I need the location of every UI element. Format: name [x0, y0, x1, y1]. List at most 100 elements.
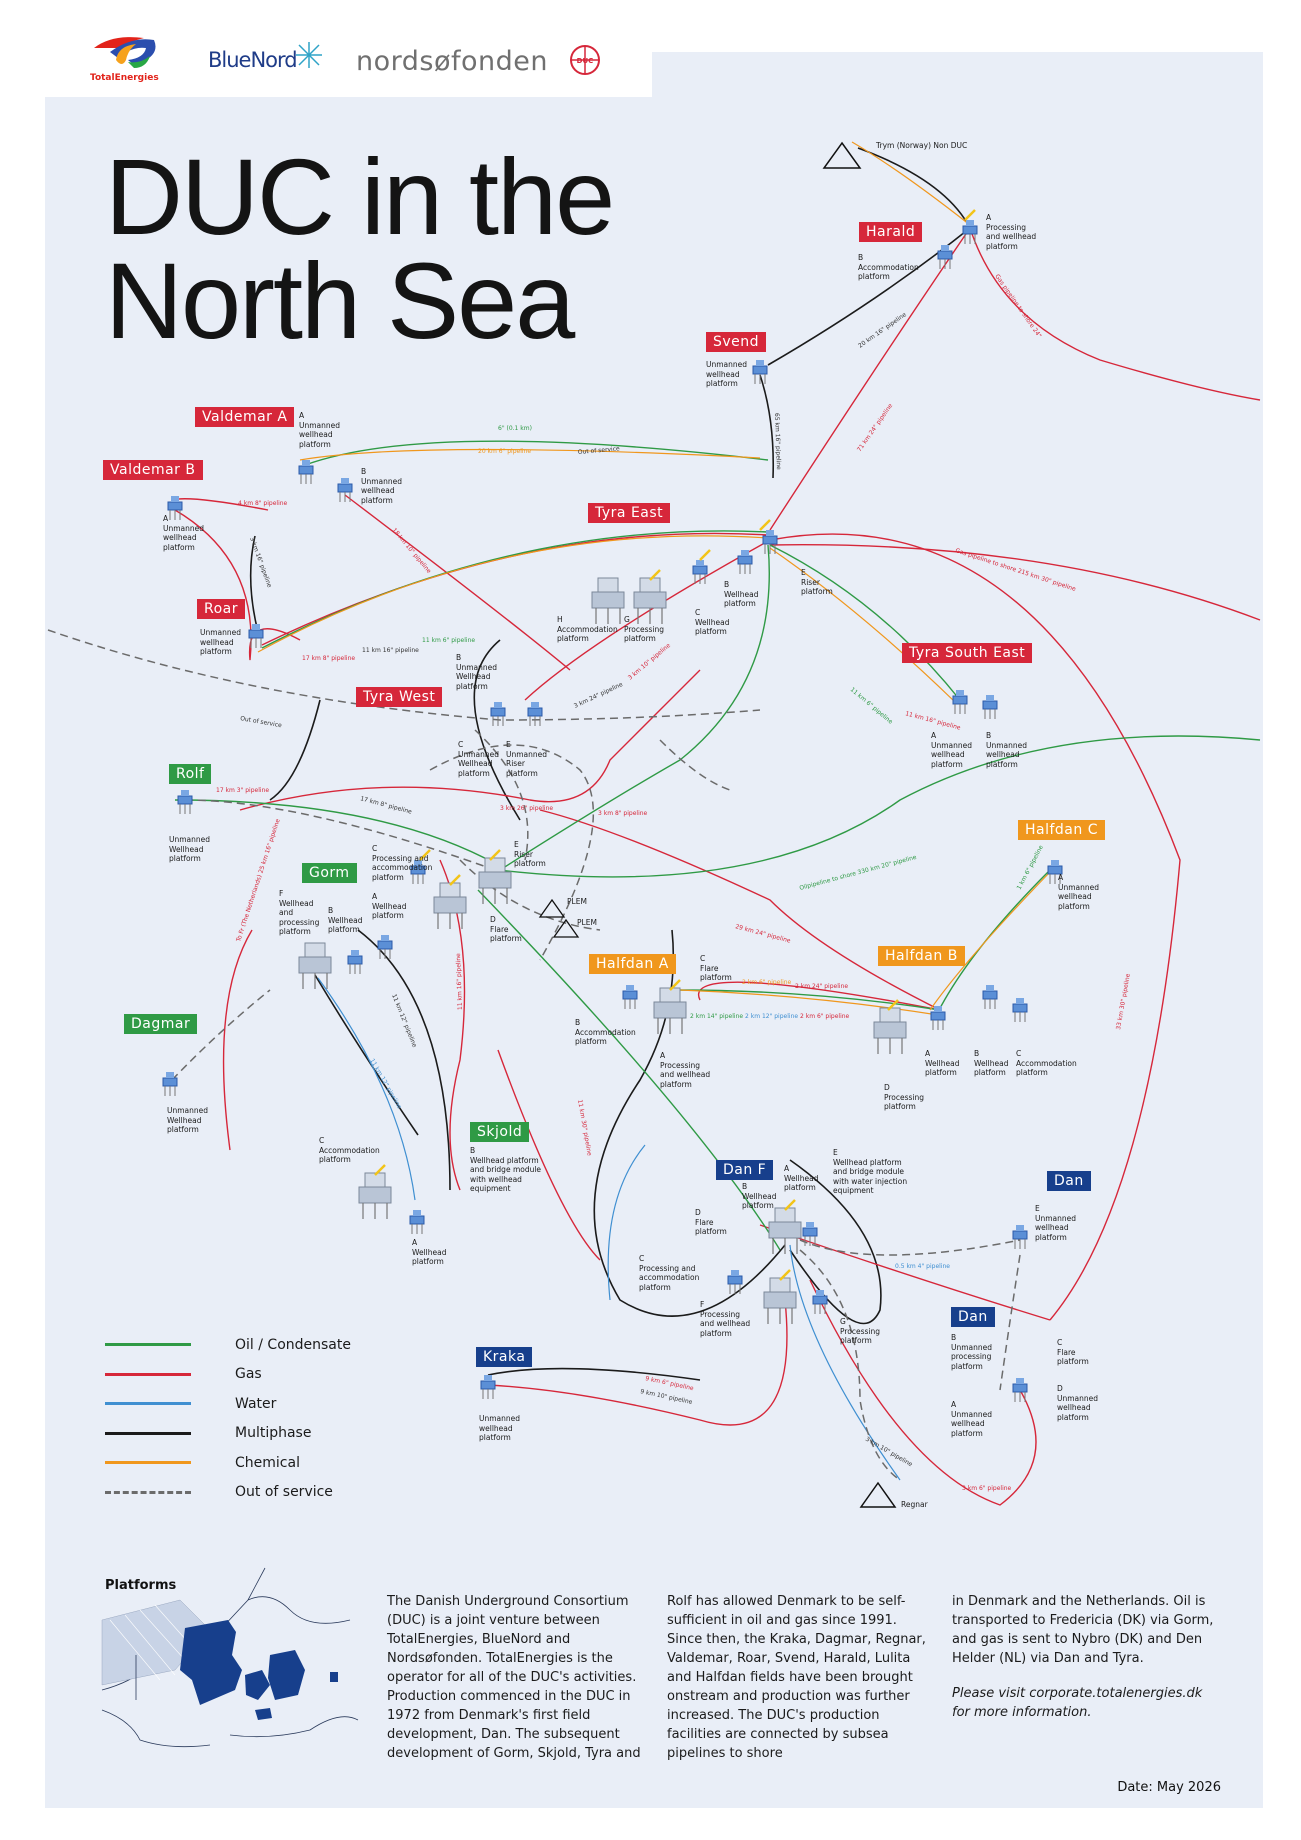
- label-tyra-b: B Wellhead platform: [724, 580, 759, 608]
- field-tag-valdemar-b: Valdemar B: [103, 460, 203, 480]
- svg-text:2 km 24" pipeline: 2 km 24" pipeline: [795, 983, 848, 990]
- plem-marker-2: [552, 918, 580, 938]
- nordsoefonden-logo: nordsøfonden: [356, 46, 548, 77]
- svg-text:6" (0.1 km): 6" (0.1 km): [498, 425, 532, 432]
- legend-swatch-chemical: [105, 1461, 191, 1465]
- svg-text:DUC: DUC: [577, 57, 594, 65]
- poster-background: [45, 52, 1263, 1808]
- svg-text:3 km 10" pipeline: 3 km 10" pipeline: [627, 642, 672, 682]
- label-valdemar-b-a: A Unmanned wellhead platform: [163, 514, 205, 552]
- label-plem-2: PLEM: [577, 918, 597, 927]
- label-skjold-c: C Accommodation platform: [319, 1136, 380, 1164]
- field-tag-tyra-east: Tyra East: [588, 503, 671, 523]
- label-gorm-d: D Flare platform: [490, 915, 522, 943]
- label-halfdan-a-b: B Accommodation platform: [575, 1018, 636, 1046]
- label-tw-e: E Unmanned Riser platform: [506, 740, 548, 778]
- label-danf-c: C Processing and accommodation platform: [639, 1254, 700, 1292]
- legend: Oil / Condensate Gas Water Multiphase Ch…: [105, 1330, 351, 1507]
- svg-text:11 km 6" pipeline: 11 km 6" pipeline: [422, 637, 475, 644]
- label-plem-1: PLEM: [567, 897, 587, 906]
- label-regnar: Regnar: [901, 1500, 928, 1509]
- field-tag-roar: Roar: [197, 599, 245, 619]
- svg-text:Gas pipeline to shore 24": Gas pipeline to shore 24": [993, 273, 1042, 339]
- field-tag-dan-2: Dan: [951, 1307, 995, 1327]
- label-trym: Trym (Norway) Non DUC: [876, 141, 968, 150]
- legend-swatch-out-of-service: [105, 1490, 191, 1494]
- label-harald-b: B Accommodation platform: [858, 253, 919, 281]
- label-halfdan-a-c: C Flare platform: [700, 954, 732, 982]
- field-tag-svend: Svend: [706, 332, 767, 352]
- field-tag-halfdan-a: Halfdan A: [589, 954, 676, 974]
- label-halfdan-b-b: B Wellhead platform: [974, 1049, 1009, 1077]
- label-tyra-g: G Processing platform: [624, 615, 665, 643]
- bluenord-star-icon: [294, 40, 324, 75]
- field-tag-halfdan-b: Halfdan B: [878, 946, 965, 966]
- svg-text:11 km 16" pipeline: 11 km 16" pipeline: [455, 953, 464, 1010]
- field-tag-gorm: Gorm: [302, 863, 357, 883]
- label-tyra-e: E Riser platform: [801, 568, 833, 596]
- label-danf-d: D Flare platform: [695, 1208, 727, 1236]
- svg-text:2 km 14" pipeline: 2 km 14" pipeline: [690, 1013, 743, 1020]
- text-column-2: Rolf has allowed Denmark to be self-suff…: [667, 1594, 926, 1761]
- label-skjold-a: A Wellhead platform: [412, 1238, 447, 1266]
- legend-swatch-water: [105, 1402, 191, 1406]
- svg-text:17 km 8" pipeline: 17 km 8" pipeline: [302, 655, 355, 662]
- svg-text:2 km 6" pipeline: 2 km 6" pipeline: [742, 979, 792, 986]
- label-kraka: Unmanned wellhead platform: [479, 1414, 521, 1442]
- label-roar: Unmanned wellhead platform: [200, 628, 242, 656]
- field-tag-skjold: Skjold: [470, 1122, 530, 1142]
- text-column-1: The Danish Underground Consortium (DUC) …: [387, 1594, 641, 1761]
- title-line-2: North Sea: [105, 240, 575, 361]
- svg-text:2 km 6" pipeline: 2 km 6" pipeline: [800, 1013, 850, 1020]
- field-tag-halfdan-c: Halfdan C: [1018, 820, 1105, 840]
- svg-text:11 km 16" pipeline: 11 km 16" pipeline: [362, 647, 419, 654]
- field-tag-dan-1: Dan: [1047, 1171, 1091, 1191]
- field-tag-dagmar: Dagmar: [124, 1014, 198, 1034]
- visit-note: Please visit corporate.totalenergies.dk …: [952, 1686, 1203, 1720]
- field-tag-harald: Harald: [859, 222, 923, 242]
- label-gorm-c: C Processing and accommodation platform: [372, 844, 433, 882]
- regnar-marker: [859, 1481, 897, 1508]
- svg-text:17 km 3" pipeline: 17 km 3" pipeline: [216, 787, 269, 794]
- bluenord-logo: BlueNord: [208, 48, 298, 72]
- legend-item: Gas: [105, 1360, 351, 1390]
- svg-text:18 km 10" pipeline: 18 km 10" pipeline: [390, 527, 432, 575]
- svg-text:11 km 6" pipeline: 11 km 6" pipeline: [849, 686, 894, 726]
- denmark-map: [101, 1567, 359, 1748]
- svg-text:11 km 30" pipeline: 11 km 30" pipeline: [576, 1099, 593, 1157]
- label-dan-b: B Unmanned processing platform: [951, 1333, 993, 1371]
- svg-text:3 km 26" pipeline: 3 km 26" pipeline: [500, 805, 553, 812]
- label-gorm-e: E Riser platform: [514, 840, 546, 868]
- text-column-3: in Denmark and the Netherlands. Oil is t…: [952, 1592, 1214, 1722]
- svg-text:20 km 6" pipeline: 20 km 6" pipeline: [478, 448, 531, 455]
- field-tag-dan-f: Dan F: [716, 1160, 774, 1180]
- duc-logo: DUC: [569, 44, 601, 81]
- label-dan-e: E Unmanned wellhead platform: [1035, 1204, 1077, 1242]
- legend-swatch-gas: [105, 1372, 191, 1376]
- label-dan-a: A Unmanned wellhead platform: [951, 1400, 993, 1438]
- label-skjold-b: B Wellhead platform and bridge module wi…: [470, 1146, 542, 1193]
- title-line-1: DUC in the: [105, 136, 615, 257]
- legend-swatch-oil: [105, 1343, 191, 1347]
- legend-item: Chemical: [105, 1448, 351, 1478]
- page-title: DUC in the North Sea: [105, 143, 615, 355]
- svg-text:To Fr (The Netherlands) 25 km: To Fr (The Netherlands) 25 km 16" pipeli…: [235, 818, 282, 944]
- label-svend: Unmanned wellhead platform: [706, 360, 748, 388]
- svg-text:3 km 6" pipeline: 3 km 6" pipeline: [962, 1485, 1012, 1492]
- svg-text:4 km 8" pipeline: 4 km 8" pipeline: [238, 500, 288, 507]
- svg-text:9 km 10" pipeline: 9 km 10" pipeline: [640, 1388, 694, 1406]
- label-gorm-f: F Wellhead and processing platform: [279, 889, 320, 936]
- label-halfdan-b-c: C Accommodation platform: [1016, 1049, 1077, 1077]
- label-tyra-c: C Wellhead platform: [695, 608, 730, 636]
- field-tag-tyra-south-east: Tyra South East: [902, 643, 1033, 663]
- field-tag-rolf: Rolf: [169, 764, 212, 784]
- label-tw-c: C Unmanned Wellhead platform: [458, 740, 500, 778]
- legend-item: Out of service: [105, 1478, 351, 1508]
- label-danf-a: A Wellhead platform: [784, 1164, 819, 1192]
- label-harald-a: A Processing and wellhead platform: [986, 213, 1037, 251]
- svg-text:11 km 12" pipeline: 11 km 12" pipeline: [390, 993, 418, 1049]
- svg-text:3 km 24" pipeline: 3 km 24" pipeline: [573, 681, 624, 710]
- svg-text:Oilpipeline to shore 330 km 20: Oilpipeline to shore 330 km 20" pipeline: [799, 854, 918, 892]
- legend-item: Oil / Condensate: [105, 1330, 351, 1360]
